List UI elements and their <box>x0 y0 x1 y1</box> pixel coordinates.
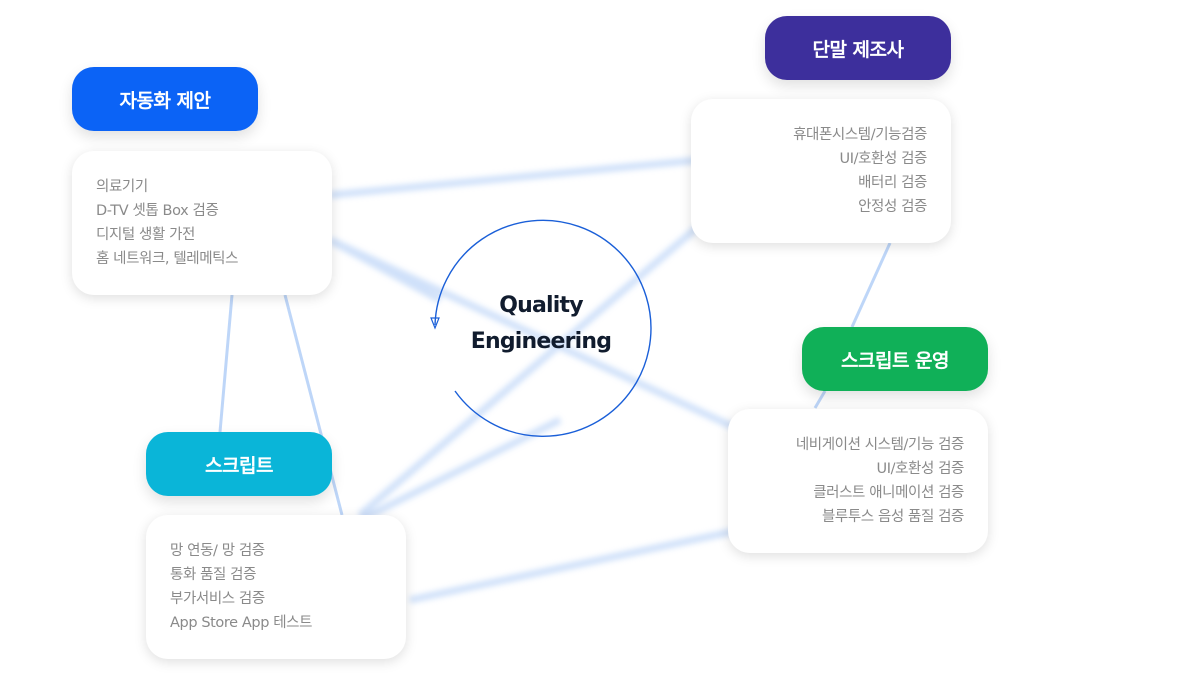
list-item: 부가서비스 검증 <box>170 591 265 607</box>
connector-line <box>328 236 742 434</box>
list-item: 안정성 검증 <box>858 199 927 215</box>
list-item: 홈 네트워크, 텔레메틱스 <box>96 251 239 267</box>
list-item: 블루투스 음성 품질 검증 <box>821 509 964 525</box>
script-ops-list: 네비게이션 시스템/기능 검증 UI/호환성 검증 클러스트 애니메이션 검증 … <box>752 433 965 529</box>
script-ops-title: 스크립트 운영 <box>841 349 950 372</box>
script-ops-badge: 스크립트 운영 <box>802 327 988 391</box>
list-item: 휴대폰시스템/기능검증 <box>793 127 927 143</box>
list-item: D-TV 셋톱 Box 검증 <box>96 203 219 219</box>
connector-line <box>357 222 703 518</box>
automation-card: 의료기기 D-TV 셋톱 Box 검증 디지털 생활 가전 홈 네트워크, 텔레… <box>72 151 332 295</box>
connector-line <box>358 416 562 524</box>
connector-line <box>813 390 827 409</box>
list-item: 클러스트 애니메이션 검증 <box>813 485 964 501</box>
list-item: UI/호환성 검증 <box>839 151 928 167</box>
script-ops-card: 네비게이션 시스템/기능 검증 UI/호환성 검증 클러스트 애니메이션 검증 … <box>728 409 988 553</box>
script-badge: 스크립트 <box>146 432 332 496</box>
manufacturer-title: 단말 제조사 <box>812 38 904 61</box>
list-item: 디지털 생활 가전 <box>96 227 195 243</box>
manufacturer-list: 휴대폰시스템/기능검증 UI/호환성 검증 배터리 검증 안정성 검증 <box>715 123 927 219</box>
center-title-line1: Quality <box>499 293 583 318</box>
automation-title: 자동화 제안 <box>119 89 211 112</box>
connector-line <box>850 242 892 328</box>
connector-line <box>409 526 741 604</box>
automation-list: 의료기기 D-TV 셋톱 Box 검증 디지털 생활 가전 홈 네트워크, 텔레… <box>96 175 308 271</box>
cycle-ring <box>430 219 652 438</box>
manufacturer-badge: 단말 제조사 <box>765 16 951 80</box>
connector-line <box>218 294 234 433</box>
connector-line <box>329 156 701 199</box>
list-item: 배터리 검증 <box>858 175 927 191</box>
list-item: 통화 품질 검증 <box>170 567 257 583</box>
list-item: 망 연동/ 망 검증 <box>170 543 265 559</box>
arrowhead-icon <box>430 317 440 330</box>
list-item: 의료기기 <box>96 179 148 195</box>
connector-line <box>328 236 442 304</box>
list-item: UI/호환성 검증 <box>876 461 965 477</box>
list-item: App Store App 테스트 <box>170 615 313 631</box>
manufacturer-card: 휴대폰시스템/기능검증 UI/호환성 검증 배터리 검증 안정성 검증 <box>691 99 951 243</box>
script-card: 망 연동/ 망 검증 통화 품질 검증 부가서비스 검증 App Store A… <box>146 515 406 659</box>
script-list: 망 연동/ 망 검증 통화 품질 검증 부가서비스 검증 App Store A… <box>170 539 382 635</box>
center-title: Quality Engineering <box>456 288 626 360</box>
automation-badge: 자동화 제안 <box>72 67 258 131</box>
cycle-arc <box>434 219 652 438</box>
list-item: 네비게이션 시스템/기능 검증 <box>795 437 965 453</box>
center-title-line2: Engineering <box>470 329 612 354</box>
script-title: 스크립트 <box>205 454 273 477</box>
connector-line <box>283 294 344 516</box>
